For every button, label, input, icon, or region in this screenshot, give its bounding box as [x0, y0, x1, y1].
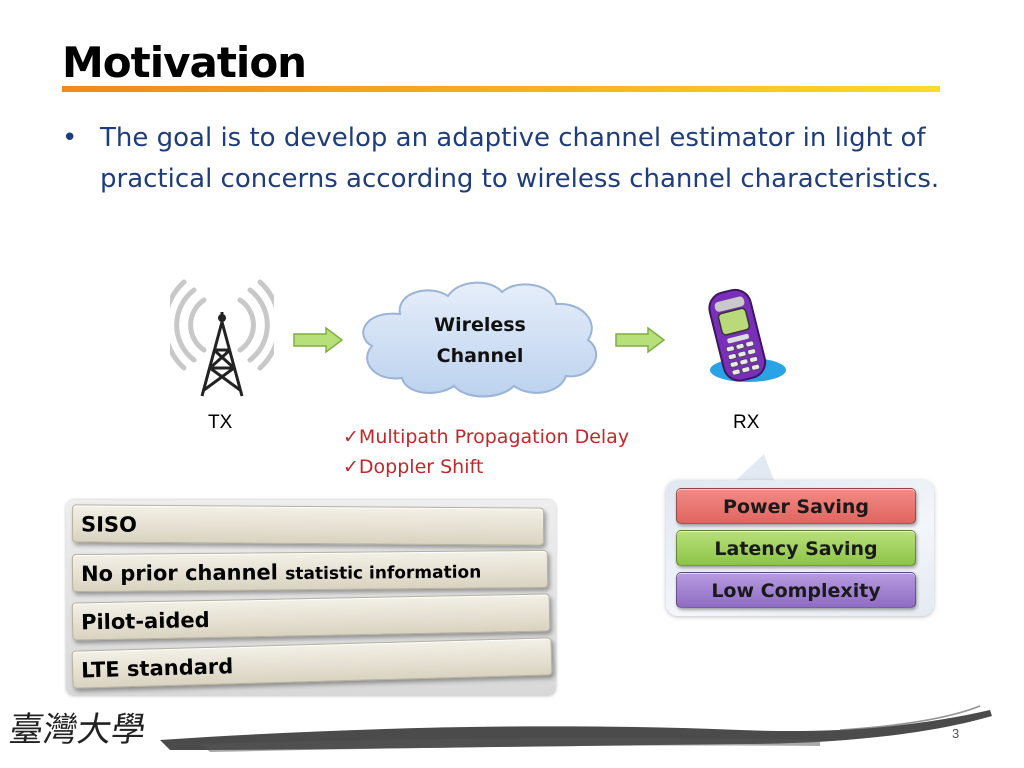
assumption-banner-no-prior: No prior channel statistic information [71, 549, 549, 593]
concern-doppler: ✓Doppler Shift [343, 456, 484, 478]
requirement-latency-saving: Latency Saving [676, 530, 916, 566]
page-number: 3 [952, 726, 960, 741]
university-logo: 臺灣大學 [6, 710, 149, 750]
assumption-banner-siso: SISO [71, 504, 545, 546]
arrow-right-icon [293, 326, 344, 354]
antenna-tower-icon [170, 279, 274, 397]
slide-title: Motivation [62, 38, 307, 87]
tx-label: TX [208, 412, 233, 433]
cloud-label-line2: Channel [436, 345, 524, 367]
requirement-power-saving: Power Saving [676, 488, 916, 524]
bullet-item: • The goal is to develop an adaptive cha… [62, 118, 962, 200]
assumption-text: SISO [80, 512, 138, 537]
title-underline [62, 86, 940, 92]
footer-brush-stroke [160, 705, 992, 752]
cloud-label-line1: Wireless [434, 314, 526, 336]
bullet-marker: • [62, 123, 78, 153]
bullet-text: The goal is to develop an adaptive chann… [100, 123, 940, 194]
assumption-text-small: statistic information [285, 562, 482, 585]
mobile-phone-icon [708, 288, 786, 382]
callout-pointer [730, 454, 776, 486]
requirement-low-complexity: Low Complexity [676, 572, 916, 608]
concern-multipath: ✓Multipath Propagation Delay [343, 426, 630, 448]
rx-label: RX [733, 412, 760, 433]
assumption-text: LTE standard [80, 654, 234, 683]
cloud-label: Wireless Channel [405, 310, 555, 372]
assumption-text: Pilot-aided [80, 607, 210, 635]
arrow-right-icon [615, 326, 666, 354]
assumption-text: No prior channel [80, 560, 286, 586]
cloud-shape [362, 281, 598, 398]
